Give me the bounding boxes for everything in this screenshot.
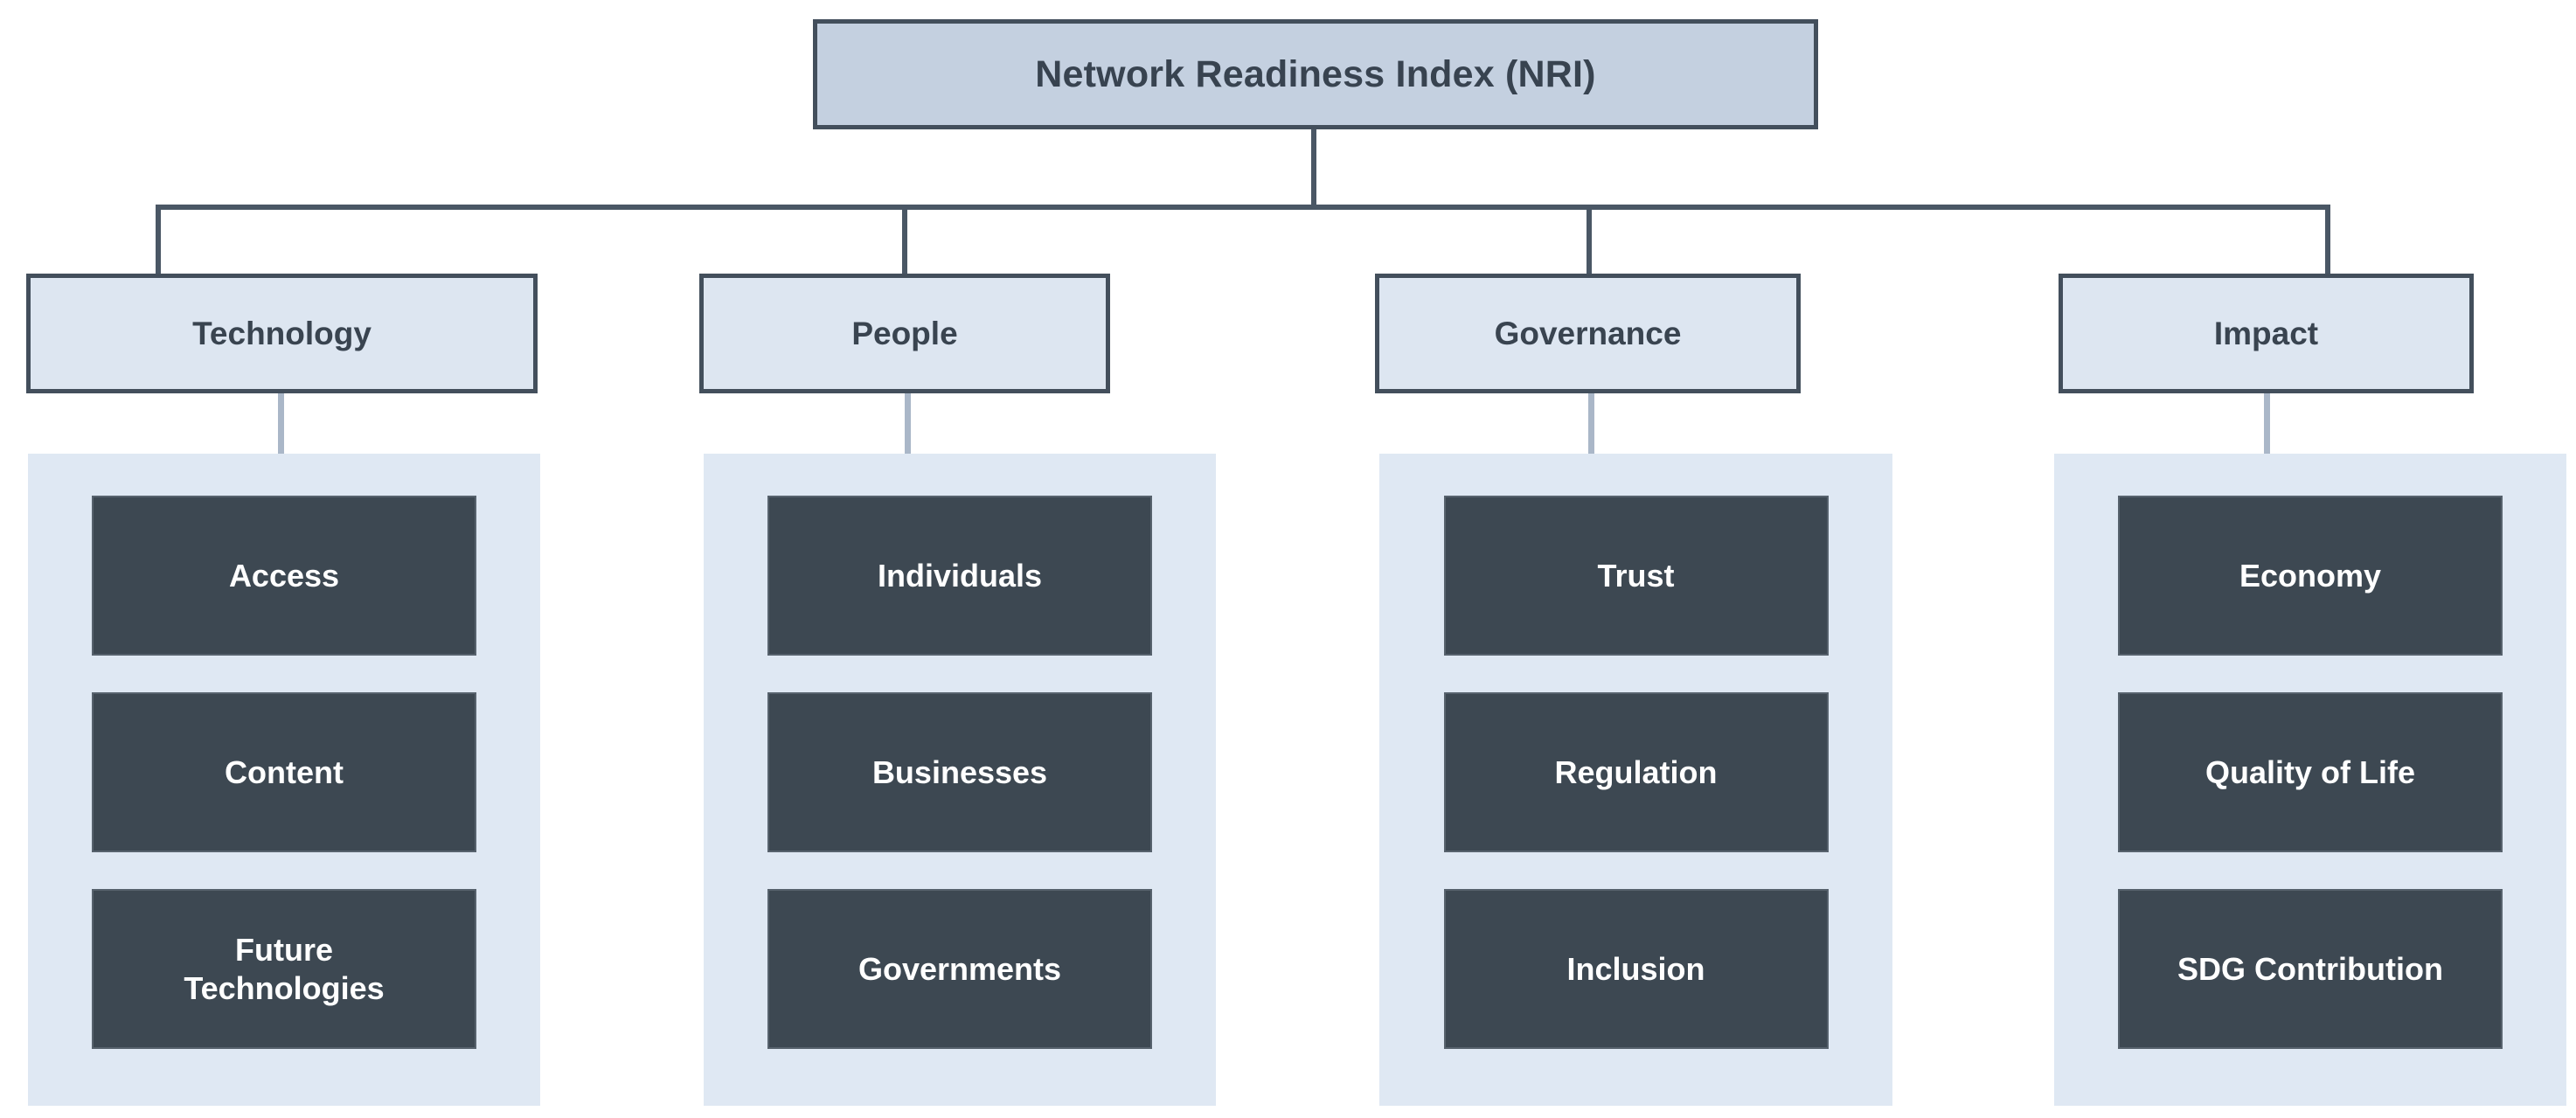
subpillar-label: Businesses [871,753,1048,790]
subpillar-node[interactable]: Inclusion [1443,889,1829,1049]
pillar-node-governance[interactable]: Governance [1375,274,1801,393]
subpillar-label: Future Technologies [184,931,385,1006]
subpillar-node[interactable]: Trust [1443,496,1829,656]
pillar-label-people: People [851,315,958,351]
subpillar-label: Inclusion [1566,950,1705,987]
connector-drop-people [902,205,907,275]
pillar-node-people[interactable]: People [699,274,1110,393]
subpillar-node[interactable]: Governments [767,889,1152,1049]
subpillar-label: Quality of Life [2205,753,2415,790]
subpillar-label: Individuals [877,557,1043,594]
subpillar-group-people: Individuals Businesses Governments [704,454,1216,1106]
subpillar-node[interactable]: Businesses [767,692,1152,852]
root-node-label: Network Readiness Index (NRI) [1035,52,1596,95]
subpillar-label: Regulation [1554,753,1718,790]
pillar-node-technology[interactable]: Technology [26,274,538,393]
subpillar-node[interactable]: Quality of Life [2118,692,2503,852]
subpillar-label: Trust [1597,557,1675,594]
connector-stub-governance [1588,392,1594,455]
subpillar-node[interactable]: Access [92,496,476,656]
pillar-label-governance: Governance [1494,315,1682,351]
subpillar-group-technology: Access Content Future Technologies [28,454,540,1106]
connector-drop-governance [1587,205,1592,275]
subpillar-node[interactable]: Economy [2118,496,2503,656]
connector-stub-technology [278,392,284,455]
pillar-label-impact: Impact [2213,315,2319,351]
pillar-label-technology: Technology [192,315,371,351]
subpillar-node[interactable]: Individuals [767,496,1152,656]
connector-stub-impact [2264,392,2270,455]
connector-horizontal-bus [156,205,2328,210]
connector-drop-impact [2325,205,2330,275]
connector-stub-people [905,392,911,455]
subpillar-node[interactable]: Content [92,692,476,852]
subpillar-label: SDG Contribution [2177,950,2443,987]
subpillar-node[interactable]: SDG Contribution [2118,889,2503,1049]
subpillar-group-governance: Trust Regulation Inclusion [1379,454,1892,1106]
connector-drop-technology [156,205,161,275]
subpillar-node[interactable]: Regulation [1443,692,1829,852]
pillar-node-impact[interactable]: Impact [2059,274,2474,393]
subpillar-label: Access [228,557,340,594]
subpillar-label: Governments [858,950,1062,987]
subpillar-label: Content [225,753,344,790]
subpillar-group-impact: Economy Quality of Life SDG Contribution [2054,454,2566,1106]
subpillar-label: Economy [2239,557,2382,594]
connector-root-stem [1311,129,1316,210]
subpillar-node[interactable]: Future Technologies [92,889,476,1049]
root-node-nri[interactable]: Network Readiness Index (NRI) [813,19,1818,129]
